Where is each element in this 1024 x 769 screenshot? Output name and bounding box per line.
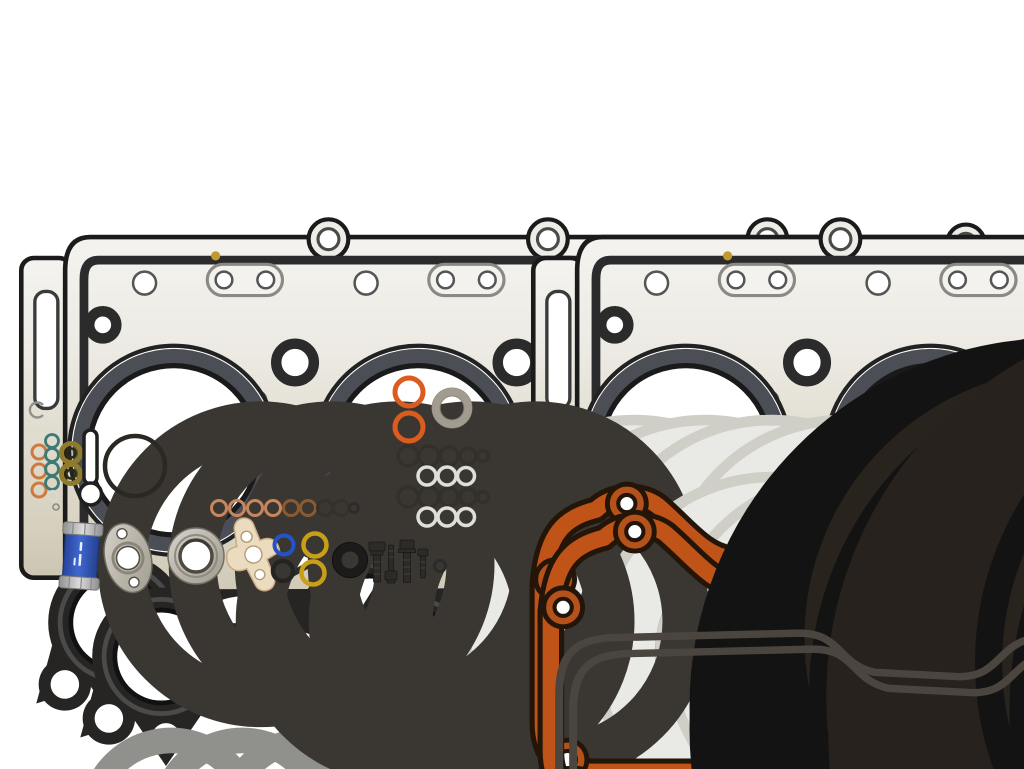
left-seal-cluster [28,401,168,511]
orange-orings [392,375,426,444]
oval-flange-gasket [103,522,153,594]
yellow-oring-2 [299,559,327,587]
dipstick-seal [77,428,104,507]
blue-oring [272,533,296,557]
small-oring-row [210,499,360,517]
blue-hose-coupling [58,521,104,591]
small-washer-ring [433,559,447,573]
black-white-ring-grid [396,444,491,528]
black-oring-small [270,558,296,584]
drain-tube-gasket [225,517,281,592]
gold-seals [59,441,83,486]
bolt-set [368,539,429,584]
large-black-oring [102,433,168,499]
yellow-oring-1 [301,531,329,559]
round-metal-seal [167,527,225,585]
crush-washer [431,387,473,429]
thick-grommet [332,542,368,578]
